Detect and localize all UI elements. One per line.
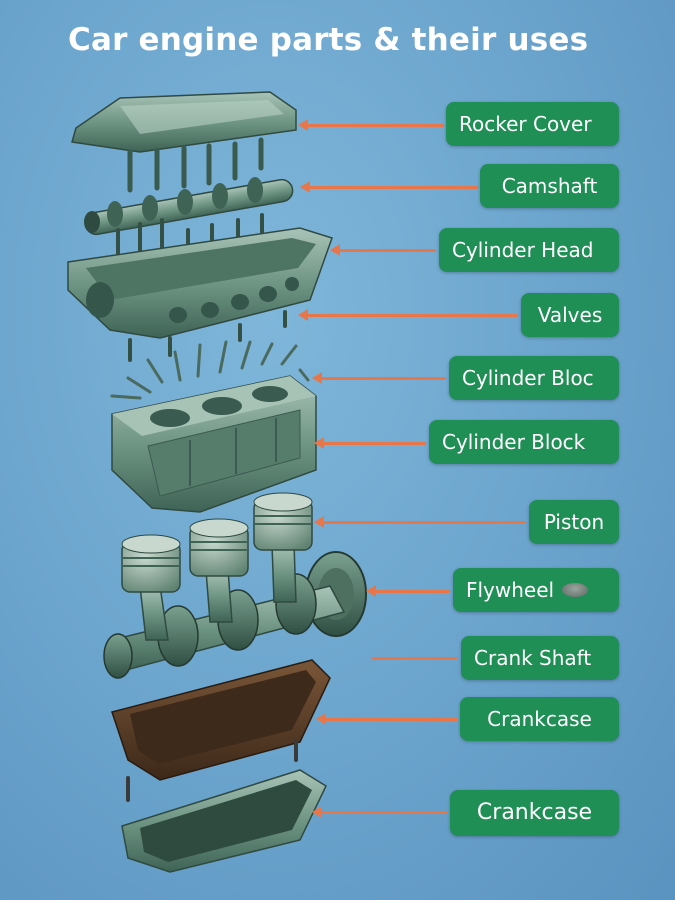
arrow-cylinder-bloc bbox=[312, 372, 446, 384]
piston-part bbox=[121, 492, 313, 593]
arrow-crankcase-2 bbox=[312, 806, 448, 818]
arrow-cylinder-head bbox=[330, 244, 436, 256]
label-cylinder-head: Cylinder Head bbox=[439, 228, 619, 272]
label-crankcase-2: Crankcase bbox=[450, 790, 619, 836]
arrow-camshaft bbox=[300, 181, 478, 193]
arrow-piston bbox=[314, 516, 526, 528]
label-valves: Valves bbox=[521, 293, 619, 337]
cylinder-block-part bbox=[111, 375, 317, 513]
flywheel-disc-icon bbox=[562, 583, 589, 597]
arrow-crank-shaft bbox=[372, 657, 458, 660]
crankshaft-assembly-part bbox=[103, 492, 367, 679]
label-cylinder-bloc: Cylinder Bloc bbox=[449, 356, 619, 400]
label-flywheel: Flywheel bbox=[453, 568, 619, 612]
cylinder-head-part bbox=[67, 213, 333, 362]
label-crank-shaft: Crank Shaft bbox=[461, 636, 619, 680]
arrow-crankcase-1 bbox=[316, 713, 458, 725]
label-cylinder-block: Cylinder Block bbox=[429, 420, 619, 464]
camshaft-part bbox=[84, 177, 294, 236]
label-rocker-cover: Rocker Cover bbox=[446, 102, 619, 146]
label-camshaft: Camshaft bbox=[480, 164, 619, 208]
label-piston: Piston bbox=[529, 500, 619, 544]
arrow-cylinder-block bbox=[314, 437, 426, 449]
arrow-flywheel bbox=[366, 585, 450, 597]
rocker-cover-part bbox=[71, 91, 297, 193]
arrow-rocker-cover bbox=[298, 119, 444, 131]
crankcase-lower-part bbox=[121, 769, 327, 873]
arrow-valves bbox=[298, 309, 518, 321]
crankcase-upper-part bbox=[111, 659, 331, 802]
label-crankcase-1: Crankcase bbox=[460, 697, 619, 741]
valves-part bbox=[110, 340, 310, 400]
page-title: Car engine parts & their uses bbox=[68, 22, 589, 58]
